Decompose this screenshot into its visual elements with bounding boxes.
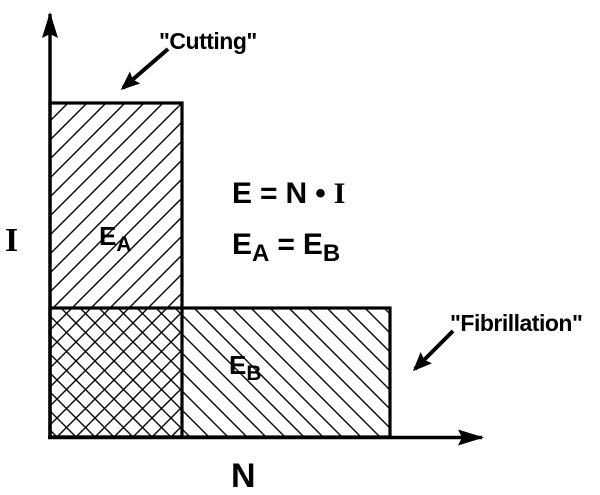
equals-sign: =	[277, 228, 295, 261]
equation-equality-lhs: EA	[232, 228, 269, 266]
cutting-label: "Cutting"	[159, 28, 257, 54]
equality-lhs-base: E	[232, 228, 252, 261]
region-b-label: EB	[229, 350, 261, 384]
region-b-label-base: E	[229, 350, 246, 380]
equation-energy-lhs: E	[232, 177, 252, 210]
equality-rhs-subscript: B	[322, 240, 340, 268]
equality-lhs-subscript: A	[252, 240, 269, 268]
equation-energy-factor-n: N	[285, 177, 308, 210]
x-axis-label: N	[231, 457, 256, 495]
region-b-label-subscript: B	[246, 362, 261, 386]
equation-equality-rhs: EB	[302, 228, 340, 266]
region-a-fill	[50, 103, 182, 308]
dot-operator: •	[315, 177, 325, 210]
region-a-label: EA	[99, 221, 131, 255]
region-b-fill	[182, 308, 390, 437]
equality-rhs-base: E	[302, 228, 323, 261]
region-a-label-base: E	[99, 221, 116, 251]
fibrillation-label: "Fibrillation"	[450, 310, 583, 336]
fibrillation-arrow	[412, 329, 455, 372]
equals-sign: =	[260, 177, 278, 210]
region-overlap-fill	[50, 308, 182, 437]
equation-energy-factor-i: I	[333, 177, 346, 210]
equation-energy: E = N • I	[232, 177, 346, 210]
cutting-arrow	[120, 47, 170, 90]
y-axis-label: I	[5, 222, 18, 259]
equation-equality: EA = EB	[232, 228, 340, 266]
region-a-label-subscript: A	[116, 233, 131, 257]
